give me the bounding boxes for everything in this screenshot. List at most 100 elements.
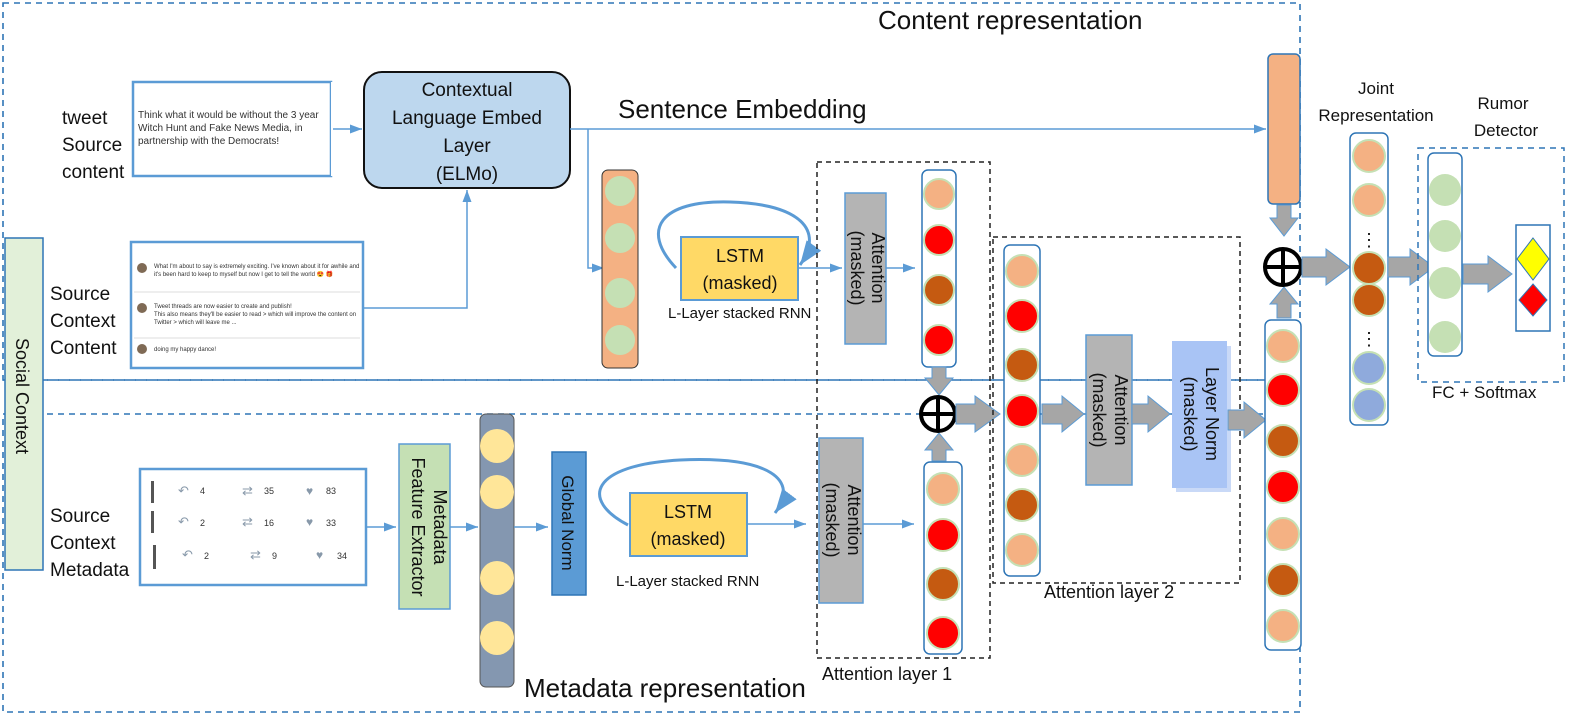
context-to-elmo-arrow [363,190,472,309]
tweet-label-line: tweet [62,108,108,129]
context-tweet-line: Tweet threads are now easier to create a… [154,304,292,310]
lstm-bottom-caption: L-Layer stacked RNN [616,573,759,590]
retweet-icon: ⇄ [242,483,253,498]
lstm-top-loop [657,200,822,270]
sequence-to-combine-arrow [1268,286,1300,319]
lstm-bottom-block [629,492,748,557]
joint-representation-label: Joint Representation [1318,79,1433,125]
content-representation-title: Content representation [878,5,1143,35]
elmo-line: (ELMo) [436,164,498,185]
bar-mark [153,545,156,569]
retweet-icon: ⇄ [242,514,253,529]
fc-node [1429,174,1461,206]
attention-layer-1-box [816,161,991,659]
combined-node [1005,394,1039,428]
word-embedding-bar [601,169,639,369]
output-node [923,324,955,356]
like-count: 83 [326,486,336,496]
global-norm-label: Global Norm [558,475,577,570]
social-context-box [4,237,44,571]
yellow-diamond-output [1516,237,1550,281]
tweet-text-line: Witch Hunt and Fake News Media, in [138,123,303,134]
like-count: 33 [326,518,336,528]
like-icon: ♥ [306,484,313,498]
attention-layer-2-box [992,236,1241,584]
like-icon: ♥ [316,548,323,562]
elmo-line: Language Embed [392,108,542,129]
output-node [926,518,960,552]
embedding-node [603,221,637,255]
lstm-top-block [680,236,799,301]
bar-mark [151,481,154,503]
combine-to-joint-arrow [1301,248,1351,286]
context-tweets-box [129,240,365,370]
source-context-metadata-label: Source Context Metadata [50,506,130,581]
metadata-representation-title: Metadata representation [524,673,806,703]
elmo-label: Contextual Language Embed Layer (ELMo) [392,80,542,185]
fc-node [1429,267,1461,299]
context-tweet-3: doing my happy dance! [137,344,216,354]
joint-node [1352,351,1386,385]
joint-ellipsis: ⋮ [1360,329,1378,349]
attention-line: Attention [868,232,888,303]
attention2-to-layernorm-arrow [1131,394,1171,434]
retweet-count: 35 [264,486,274,496]
like-count: 34 [337,551,347,561]
metadata-node [480,429,514,463]
attention-line: Attention [1111,374,1131,445]
attention-layer-1-label: Attention layer 1 [822,664,952,684]
social-context-label: Social Context [12,338,32,454]
lstm-line: (masked) [650,529,725,549]
attention-top-block [844,192,887,345]
reply-count: 2 [200,518,205,528]
tweet-text-line: partnership with the Democrats! [138,136,279,147]
attention-bottom-label: Attention (masked) [822,482,864,557]
rumor-detector-label: Rumor Detector [1474,94,1539,140]
joint-to-fc-arrow [1387,248,1435,286]
joint-node [1352,388,1386,422]
combined-node [1005,254,1039,288]
joint-node [1352,283,1386,317]
sentence-embedding-label: Sentence Embedding [618,94,867,124]
bar-mark [151,511,154,533]
context-tweet-line: Twitter > which will leave me ... [154,320,237,326]
embedding-node [603,323,637,357]
layernorm-to-output-arrow [1227,400,1267,440]
extractor-line: Metadata [430,489,450,565]
metadata-label-line: Source [50,506,110,527]
attention-2-label: Attention (masked) [1089,372,1131,447]
attention-line: (masked) [1089,372,1109,447]
metadata-rows: ↶ 4 ⇄ 35 ♥ 83 ↶ 2 ⇄ 16 ♥ 33 ↶ 2 ⇄ 9 ♥ 34 [151,481,347,569]
metadata-node [480,475,514,509]
context-tweet-2: Tweet threads are now easier to create a… [137,303,356,326]
combined-node [1005,443,1039,477]
metadata-node [480,621,514,655]
bottom-to-combine-arrow [923,432,955,462]
attention-line: (masked) [847,230,867,305]
combine-1-to-layer2-arrow [955,395,1001,433]
layernorm-line: Layer Norm [1202,367,1222,461]
combined-node [1005,348,1039,382]
context-tweet-line: What I'm about to say is extremely excit… [154,264,359,270]
reply-icon: ↶ [178,514,189,529]
joint-line: Joint [1358,79,1394,98]
tweet-label-line: content [62,162,125,183]
elmo-to-sequence-arrow [587,129,604,273]
attention-2-block [1085,334,1133,486]
lstm-line: (masked) [702,273,777,293]
attention-output-node [1266,373,1300,407]
elmo-block [363,71,571,189]
layer-norm-block [1172,341,1227,488]
attention-output-node [1266,517,1300,551]
joint-line: Representation [1318,106,1433,125]
metadata-label-line: Context [50,533,116,554]
avatar [137,263,147,273]
output-node [923,178,955,210]
reply-count: 4 [200,486,205,496]
tweet-source-content-label: tweet Source content [62,108,125,183]
context-tweet-line: This also means they'll be easier to rea… [154,312,356,318]
reply-icon: ↶ [178,483,189,498]
fc-to-softmax-arrow [1462,255,1513,293]
lstm-line: LSTM [716,246,764,266]
